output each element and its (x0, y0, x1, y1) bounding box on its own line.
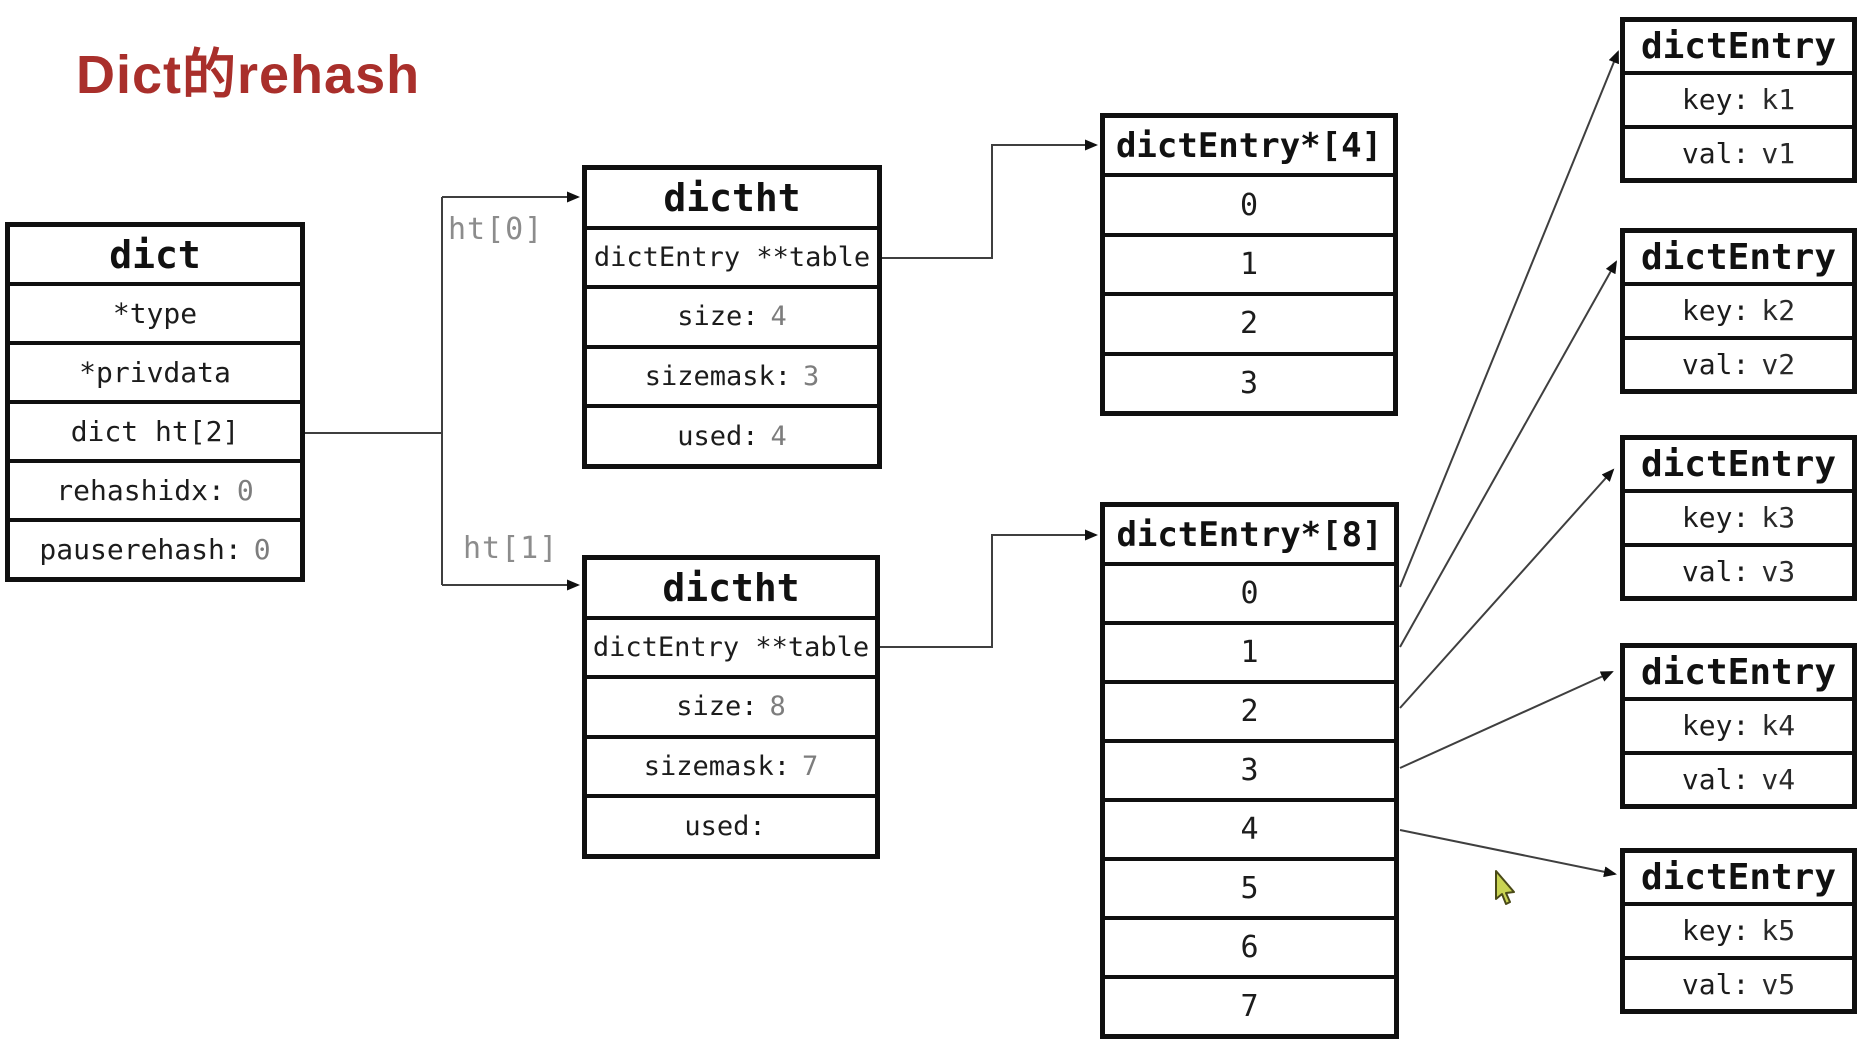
array8-slot-5: 5 (1105, 857, 1394, 916)
dict-field-pauserehash: pauserehash: 0 (10, 518, 300, 577)
dictentry-k3-key: key: k3 (1625, 489, 1852, 542)
ht0-edge-label: ht[0] (448, 212, 544, 247)
dictentry-k3-val: val: v3 (1625, 542, 1852, 596)
dict-field-ht: dict ht[2] (10, 400, 300, 459)
array8-slot-4: 4 (1105, 798, 1394, 857)
connector-dict-split (305, 197, 443, 585)
dictentry-k1-val: val: v1 (1625, 124, 1852, 178)
page-title: Dict的rehash (76, 45, 421, 105)
dictentry-k4-header: dictEntry (1640, 652, 1837, 694)
connector-slot0-to-k1 (1399, 50, 1619, 588)
mouse-cursor-icon (1495, 870, 1515, 905)
dictht0-field-used: used: 4 (587, 404, 877, 464)
dictht1-field-sizemask: sizemask: 7 (587, 734, 875, 795)
dictentry-box-k5: dictEntry key: k5 val: v5 (1620, 848, 1857, 1014)
dictentry-box-k1: dictEntry key: k1 val: v1 (1620, 17, 1857, 183)
connector-table0-to-array4 (882, 139, 1098, 259)
connector-slot4-to-k5 (1399, 829, 1617, 878)
dict-field-rehashidx: rehashidx: 0 (10, 459, 300, 518)
connector-slot1-to-k2 (1399, 260, 1617, 648)
dictentry-array4-box: dictEntry*[4] 0 1 2 3 (1100, 113, 1398, 416)
dictentry-k4-key: key: k4 (1625, 697, 1852, 750)
dictht1-field-used: used: (587, 794, 875, 854)
array4-slot-2: 2 (1105, 292, 1393, 351)
connector-slot3-to-k4 (1399, 671, 1614, 769)
dictentry-box-k3: dictEntry key: k3 val: v3 (1620, 435, 1857, 601)
dictht0-header: dictht (663, 175, 801, 220)
array4-slot-1: 1 (1105, 232, 1393, 292)
dictentry-k2-header: dictEntry (1640, 237, 1837, 279)
dictentry-k2-val: val: v2 (1625, 335, 1852, 389)
array8-slot-7: 7 (1105, 975, 1394, 1034)
array4-header: dictEntry*[4] (1115, 125, 1383, 166)
ht1-edge-label: ht[1] (463, 531, 559, 566)
dictht1-field-table: dictEntry **table (587, 615, 875, 676)
dict-field-privdata: *privdata (10, 341, 300, 400)
dictentry-k1-header: dictEntry (1640, 26, 1837, 68)
connector-table1-to-array8 (880, 529, 1098, 648)
dictentry-box-k2: dictEntry key: k2 val: v2 (1620, 228, 1857, 394)
array4-slot-3: 3 (1105, 351, 1393, 411)
dictentry-k5-key: key: k5 (1625, 902, 1852, 955)
array8-header: dictEntry*[8] (1116, 514, 1383, 555)
array8-slot-2: 2 (1105, 680, 1394, 739)
dictht1-struct-box: dictht dictEntry **table size: 8 sizemas… (582, 555, 880, 859)
dictht0-field-table: dictEntry **table (587, 225, 877, 286)
dictht0-field-sizemask: sizemask: 3 (587, 344, 877, 405)
dictht1-field-size: size: 8 (587, 675, 875, 735)
dict-field-type: *type (10, 282, 300, 341)
dictentry-k4-val: val: v4 (1625, 750, 1852, 804)
array8-slot-3: 3 (1105, 739, 1394, 798)
dictentry-k2-key: key: k2 (1625, 282, 1852, 335)
dictht0-field-size: size: 4 (587, 285, 877, 345)
dictht0-struct-box: dictht dictEntry **table size: 4 sizemas… (582, 165, 882, 469)
connector-slot2-to-k3 (1399, 468, 1615, 709)
dict-struct-header: dict (109, 232, 201, 277)
array8-slot-6: 6 (1105, 916, 1394, 975)
array8-slot-0: 0 (1105, 562, 1394, 621)
dictentry-k5-header: dictEntry (1640, 857, 1837, 899)
dictentry-box-k4: dictEntry key: k4 val: v4 (1620, 643, 1857, 809)
dictht1-header: dictht (662, 565, 800, 610)
dictentry-k5-val: val: v5 (1625, 955, 1852, 1009)
dictentry-k3-header: dictEntry (1640, 444, 1837, 486)
dict-struct-box: dict *type *privdata dict ht[2] rehashid… (5, 222, 305, 582)
array8-slot-1: 1 (1105, 621, 1394, 680)
array4-slot-0: 0 (1105, 173, 1393, 232)
dictentry-array8-box: dictEntry*[8] 0 1 2 3 4 5 6 7 (1100, 502, 1399, 1039)
dictentry-k1-key: key: k1 (1625, 71, 1852, 124)
